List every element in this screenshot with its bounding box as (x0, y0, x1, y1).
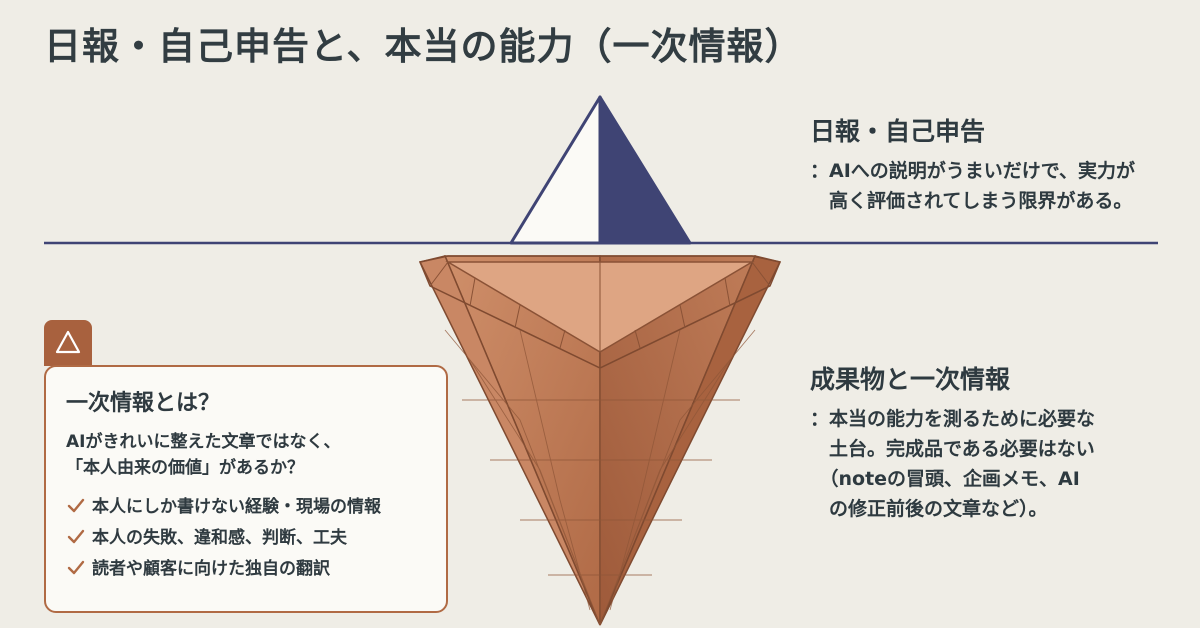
self-report-description-line: 高く評価されてしまう限界がある。 (810, 190, 1133, 212)
info-box-description-line: AIがきれいに整えた文章ではなく、 (66, 432, 341, 452)
primary-info-section: 成果物と一次情報 ：本当の能力を測るために必要な 土台。完成品である必要はない … (810, 360, 1095, 524)
primary-info-heading: 成果物と一次情報 (810, 365, 1011, 394)
primary-info-description: ：本当の能力を測るために必要な 土台。完成品である必要はない （noteの冒頭、… (810, 404, 1095, 524)
info-check-list: 本人にしか書けない経験・現場の情報 本人の失敗、違和感、判断、工夫 読者や顧客に… (66, 489, 426, 582)
primary-info-description-line: ：本当の能力を測るために必要な (810, 408, 1096, 430)
info-box-heading: 一次情報とは？ (66, 391, 221, 416)
self-report-description: ：AIへの説明がうまいだけで、実力が 高く評価されてしまう限界がある。 (810, 156, 1135, 216)
primary-info-box: 一次情報とは？ AIがきれいに整えた文章ではなく、 「本人由来の価値」があるか？… (44, 365, 448, 613)
tip-right-face (598, 95, 692, 245)
self-report-description-line: ：AIへの説明がうまいだけで、実力が (810, 160, 1136, 182)
primary-info-description-line: 土台。完成品である必要はない (810, 438, 1095, 460)
list-item: 本人にしか書けない経験・現場の情報 (66, 489, 426, 520)
list-item-label: 本人にしか書けない経験・現場の情報 (92, 497, 381, 517)
info-box-description-line: 「本人由来の価値」があるか？ (66, 458, 304, 478)
check-icon (67, 529, 85, 543)
info-box-description: AIがきれいに整えた文章ではなく、 「本人由来の価値」があるか？ (66, 429, 426, 481)
self-report-heading: 日報・自己申告 (810, 117, 986, 146)
tip-left-face (509, 95, 602, 245)
list-item: 読者や顧客に向けた独自の翻訳 (66, 551, 426, 582)
primary-info-description-line: （noteの冒頭、企画メモ、AI (810, 468, 1080, 490)
triangle-warning-icon (55, 330, 81, 354)
iceberg-tip (509, 95, 692, 245)
list-item-label: 読者や顧客に向けた独自の翻訳 (92, 559, 330, 579)
list-item-label: 本人の失敗、違和感、判断、工夫 (92, 528, 347, 548)
self-report-section: 日報・自己申告 ：AIへの説明がうまいだけで、実力が 高く評価されてしまう限界が… (810, 112, 1135, 216)
list-item: 本人の失敗、違和感、判断、工夫 (66, 520, 426, 551)
check-icon (67, 498, 85, 512)
primary-info-description-line: の修正前後の文章など）。 (810, 498, 1048, 520)
info-tab (44, 320, 92, 366)
check-icon (67, 560, 85, 574)
iceberg-body (418, 255, 782, 626)
page-title: 日報・自己申告と、本当の能力（一次情報） (44, 25, 803, 68)
